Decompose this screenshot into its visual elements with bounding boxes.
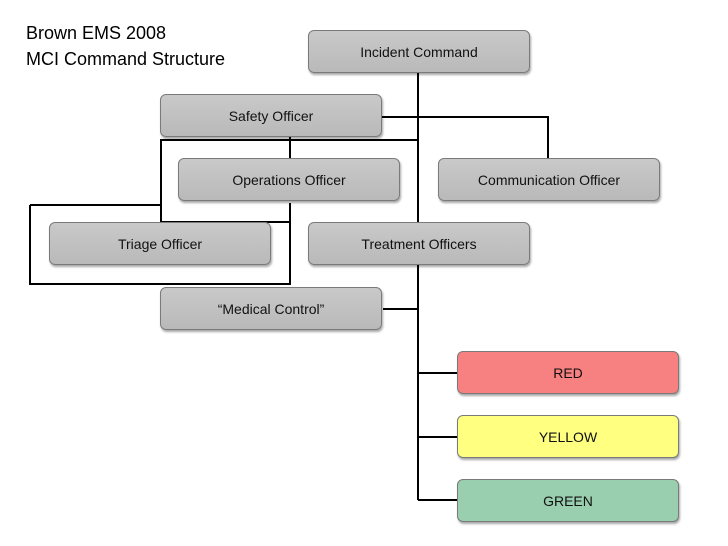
- operations-officer-box[interactable]: Operations Officer: [178, 158, 400, 201]
- connector-communication: [418, 116, 549, 158]
- triage-officer-box[interactable]: Triage Officer: [49, 222, 271, 265]
- diagram-title-line-2: MCI Command Structure: [26, 49, 226, 69]
- green-group-box[interactable]: GREEN: [457, 479, 679, 522]
- connector-ops-to-triage: [161, 203, 291, 223]
- treatment-officers-label: Treatment Officers: [361, 235, 477, 252]
- safety-officer-label: Safety Officer: [228, 107, 314, 124]
- triage-group-bracket: [30, 204, 162, 222]
- red-group-box[interactable]: RED: [457, 351, 679, 394]
- red-group-label: RED: [553, 364, 583, 381]
- operations-group-bracket: [160, 139, 419, 222]
- incident-command-box[interactable]: Incident Command: [308, 30, 530, 73]
- green-group-label: GREEN: [543, 492, 593, 509]
- incident-command-label: Incident Command: [360, 43, 478, 60]
- medical-control-label: “Medical Control”: [217, 300, 325, 317]
- yellow-group-box[interactable]: YELLOW: [457, 415, 679, 458]
- triage-officer-label: Triage Officer: [117, 235, 203, 252]
- operations-officer-label: Operations Officer: [232, 171, 346, 188]
- triage-group-box: [29, 205, 291, 285]
- yellow-group-label: YELLOW: [538, 428, 598, 445]
- communication-officer-box[interactable]: Communication Officer: [438, 158, 660, 201]
- communication-officer-label: Communication Officer: [477, 171, 621, 188]
- safety-officer-box[interactable]: Safety Officer: [160, 94, 382, 137]
- treatment-officers-box[interactable]: Treatment Officers: [308, 222, 530, 265]
- diagram-title-line-1: Brown EMS 2008: [26, 23, 167, 43]
- medical-control-box[interactable]: “Medical Control”: [160, 287, 382, 330]
